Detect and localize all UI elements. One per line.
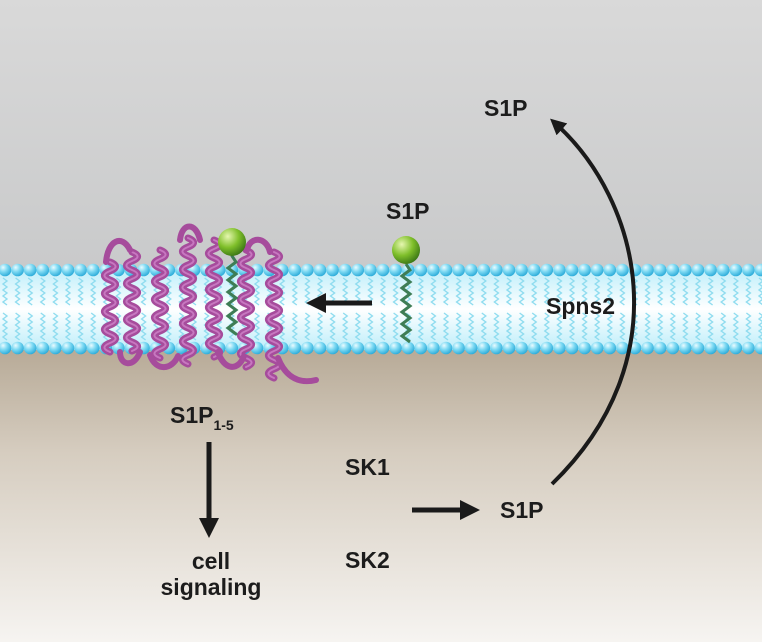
export-arrow-icon [550, 118, 637, 486]
s1p-receptor-helices-icon [101, 223, 319, 385]
cell-signaling-label: cell signaling [149, 548, 273, 601]
cell-signaling-line-2: signaling [160, 574, 262, 601]
transporter-label: Spns2 [546, 293, 616, 319]
s1p-lipid-molecule-icon [392, 236, 420, 344]
receptor-label: S1P1-5 [170, 402, 234, 433]
s1p-intracellular-label: S1P [500, 497, 544, 523]
cytoplasm [0, 300, 762, 642]
cell-signaling-line-1: cell [191, 548, 231, 574]
sk2-label: SK2 [345, 547, 390, 573]
bound-s1p-molecule-icon [218, 228, 246, 336]
s1p-exported-label: S1P [484, 95, 528, 121]
extracellular-space [0, 0, 762, 300]
sk1-label: SK1 [345, 454, 390, 480]
s1p-membrane-label: S1P [386, 198, 430, 224]
receptor-label-subscript: 1-5 [213, 417, 234, 433]
receptor-label-main: S1P [170, 402, 214, 428]
